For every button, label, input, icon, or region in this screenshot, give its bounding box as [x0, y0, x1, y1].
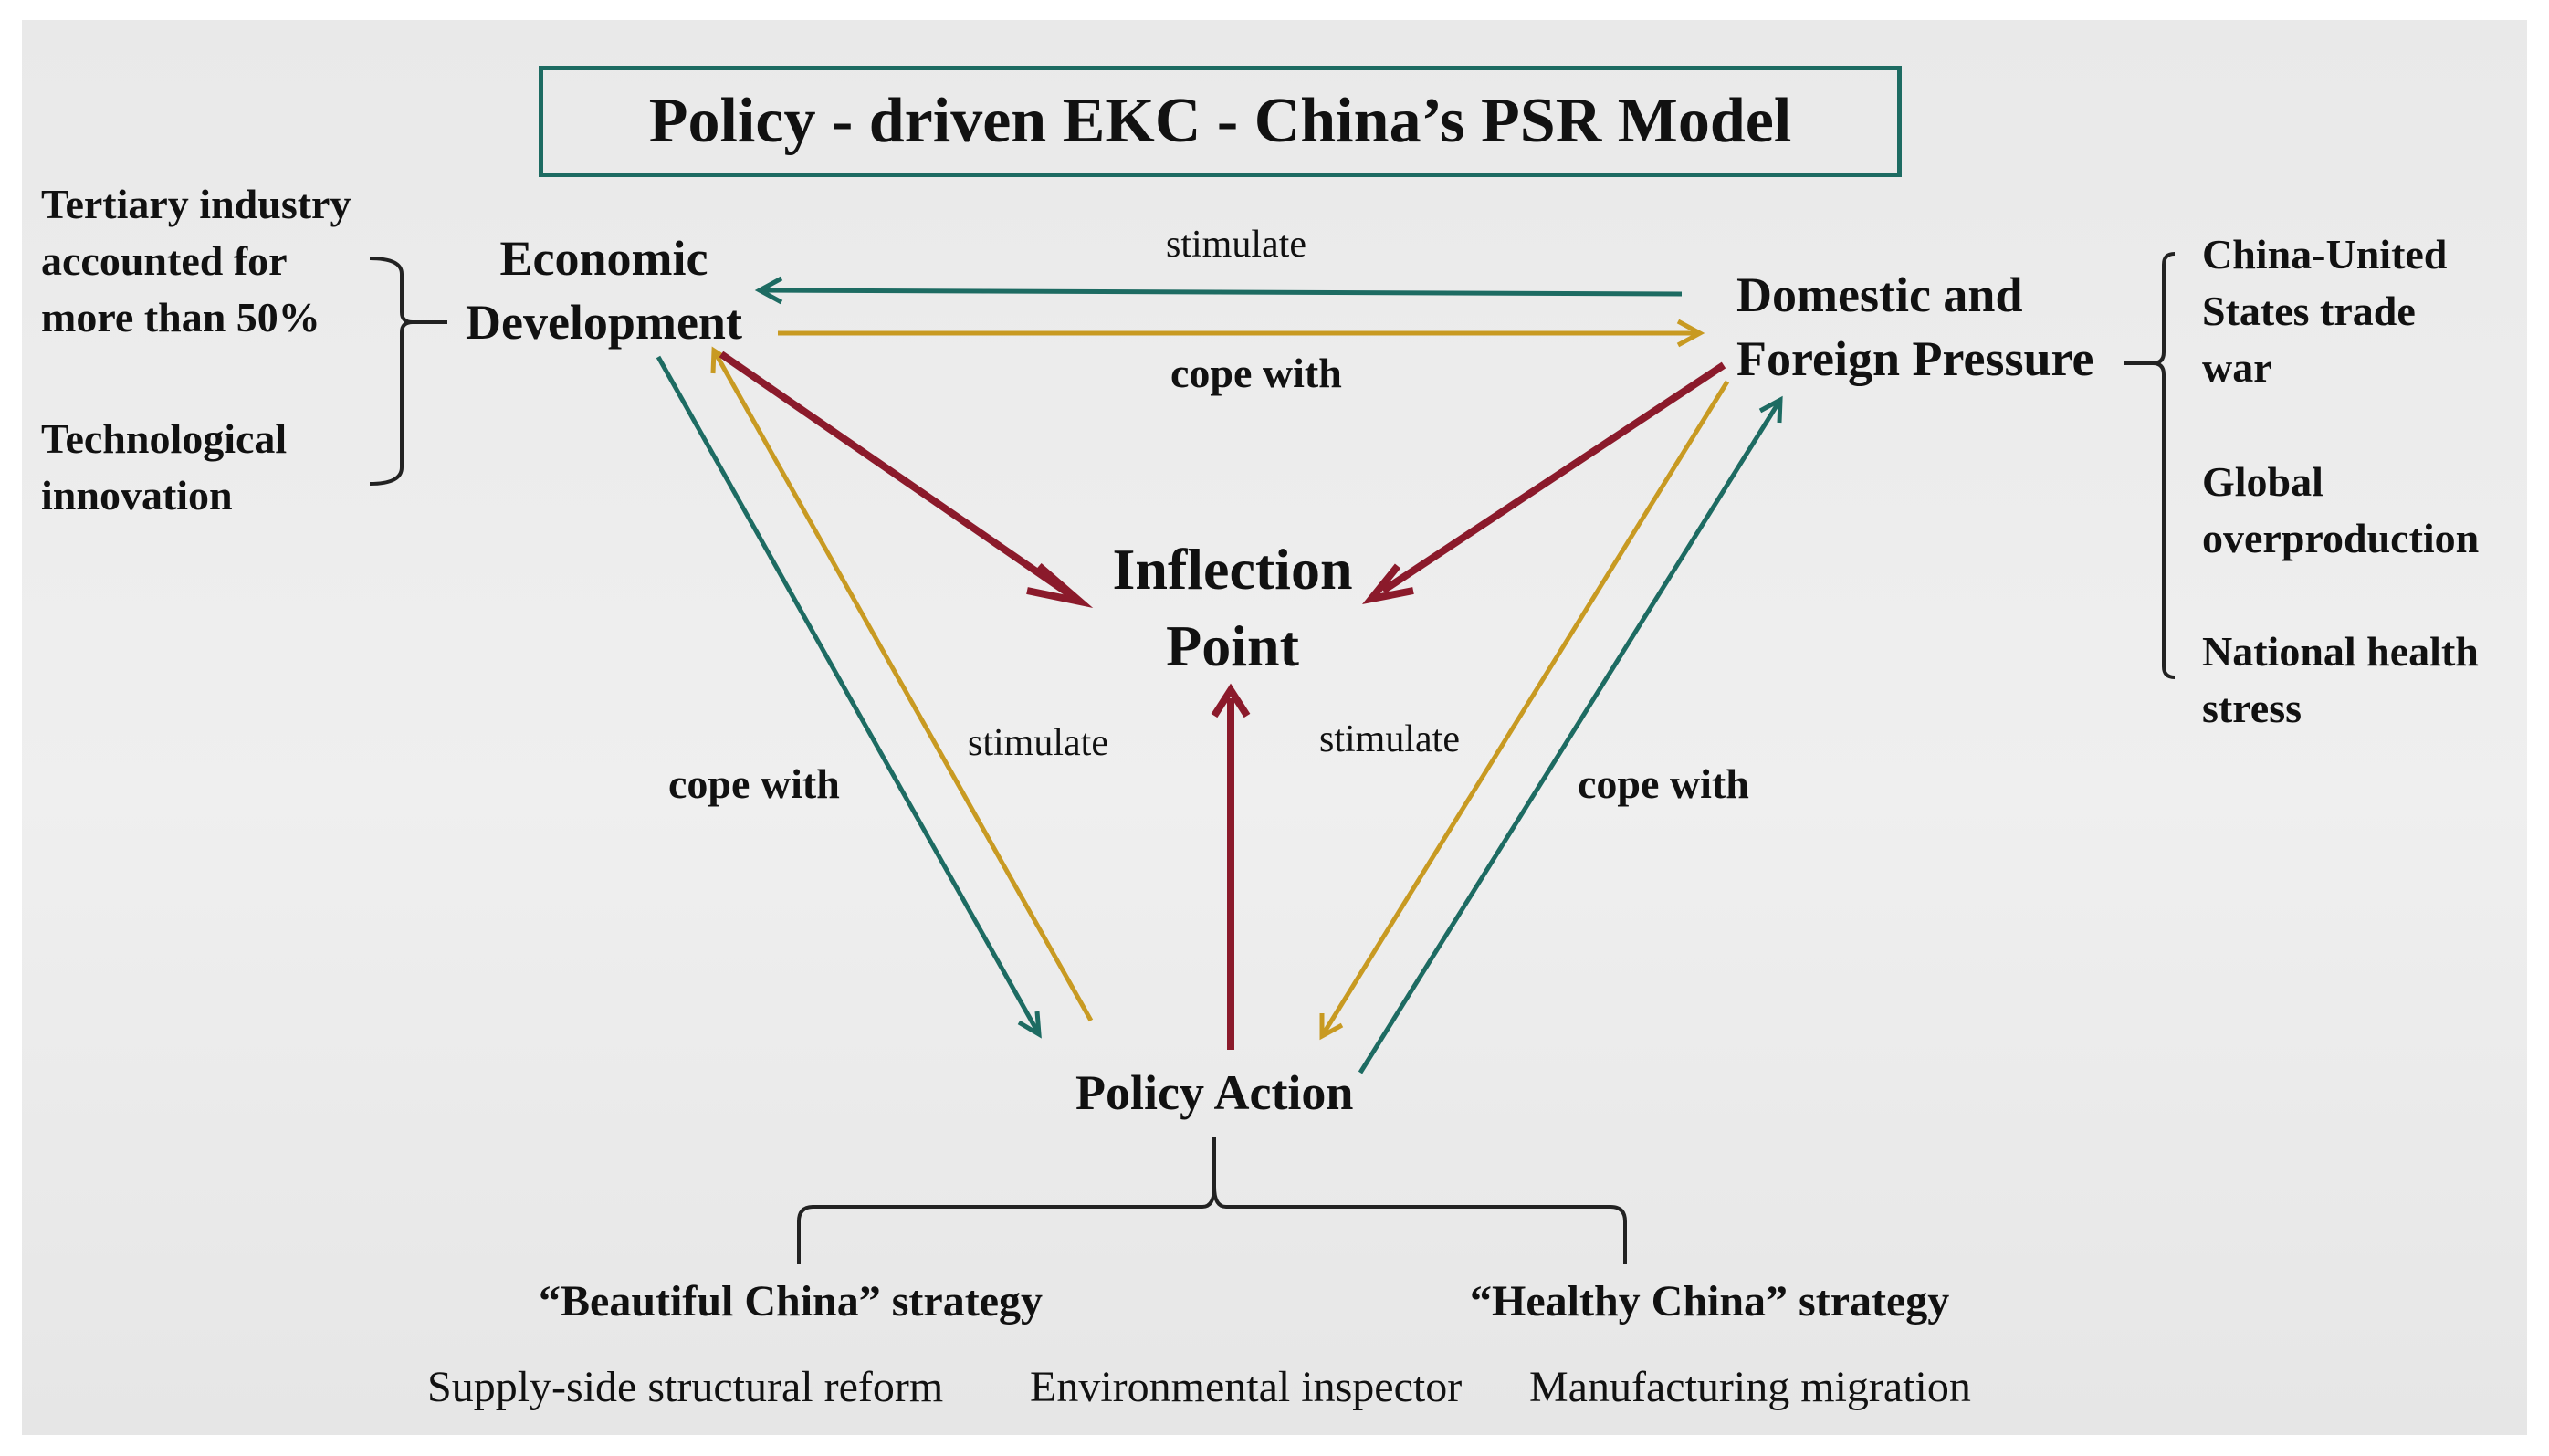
arrow-economic-to-inflection — [719, 351, 1071, 597]
arrowhead-cope-with-left — [1017, 1011, 1042, 1039]
arrowhead-cope-with-right — [1758, 395, 1783, 424]
edge-label-left-cope-with: cope with — [668, 760, 840, 807]
node-policy-action: Policy Action — [1075, 1065, 1354, 1120]
measure-supply-side-reform: Supply-side structural reform — [427, 1363, 944, 1411]
bracket-policy-strategies — [797, 1137, 1627, 1264]
arrow-pressure-to-inflection — [1380, 361, 1726, 594]
factor-tertiary-line-3: more than 50% — [41, 294, 320, 340]
factor-trade-war: China-United States trade war — [2202, 226, 2447, 396]
arrowhead-stimulate-right — [1319, 1013, 1344, 1041]
diagram-title: Policy - driven EKC - China’s PSR Model — [648, 86, 1792, 156]
diagram-canvas — [22, 20, 2527, 1435]
arrowhead-cope-with-top — [1676, 319, 1705, 348]
node-economic-development: Economic Development — [466, 226, 742, 354]
arrow-stimulate-top — [759, 288, 1683, 297]
factor-overproduction-line-1: Global — [2202, 458, 2323, 505]
measure-environmental-inspector: Environmental inspector — [1030, 1363, 1463, 1411]
title-box: Policy - driven EKC - China’s PSR Model — [539, 66, 1902, 177]
arrowhead-stimulate-top — [754, 276, 783, 305]
edge-label-right-cope-with: cope with — [1578, 760, 1749, 807]
factor-technological-innovation: Technological innovation — [41, 411, 287, 524]
edge-label-left-stimulate: stimulate — [968, 722, 1108, 764]
node-pressure-line-2: Foreign Pressure — [1736, 331, 2094, 386]
strategy-beautiful-china: “Beautiful China” strategy — [539, 1277, 1043, 1325]
factor-trade-war-line-3: war — [2202, 344, 2272, 391]
edge-label-top-cope-with: cope with — [1170, 350, 1342, 396]
bracket-economic-factors — [369, 257, 447, 486]
edge-label-right-stimulate: stimulate — [1319, 718, 1460, 760]
arrow-stimulate-right — [1319, 380, 1730, 1038]
arrowhead-pressure-to-inflection — [1362, 563, 1414, 605]
edge-label-top-stimulate: stimulate — [1166, 224, 1306, 266]
node-pressure-line-1: Domestic and — [1736, 267, 2023, 322]
arrow-cope-with-right — [1358, 398, 1783, 1074]
measure-manufacturing-migration: Manufacturing migration — [1529, 1363, 1971, 1411]
factor-trade-war-line-2: States trade — [2202, 288, 2416, 334]
arrowhead-economic-to-inflection — [1026, 562, 1094, 609]
factor-tertiary-industry: Tertiary industry accounted for more tha… — [41, 176, 351, 346]
factor-trade-war-line-1: China-United — [2202, 231, 2448, 278]
node-inflection-line-1: Inflection — [1112, 537, 1353, 602]
node-inflection-point: Inflection Point — [1077, 531, 1388, 685]
node-domestic-foreign-pressure: Domestic and Foreign Pressure — [1736, 263, 2093, 391]
factor-innovation-line-1: Technological — [41, 415, 288, 462]
factor-tertiary-line-2: accounted for — [41, 237, 288, 284]
node-economic-line-2: Development — [466, 295, 742, 350]
factor-health-line-1: National health — [2202, 628, 2479, 675]
node-economic-line-1: Economic — [499, 231, 708, 286]
factor-overproduction-line-2: overproduction — [2202, 515, 2480, 561]
strategy-healthy-china: “Healthy China” strategy — [1470, 1277, 1950, 1325]
factor-innovation-line-2: innovation — [41, 472, 233, 519]
factor-national-health-stress: National health stress — [2202, 623, 2479, 737]
arrow-stimulate-left — [711, 349, 1094, 1022]
factor-global-overproduction: Global overproduction — [2202, 454, 2479, 567]
arrow-cope-with-left — [656, 355, 1042, 1036]
arrowhead-policy-to-inflection — [1211, 683, 1251, 718]
node-inflection-line-2: Point — [1166, 613, 1299, 678]
bracket-pressure-factors — [2124, 252, 2176, 679]
factor-tertiary-line-1: Tertiary industry — [41, 181, 351, 227]
factor-health-line-2: stress — [2202, 685, 2302, 731]
